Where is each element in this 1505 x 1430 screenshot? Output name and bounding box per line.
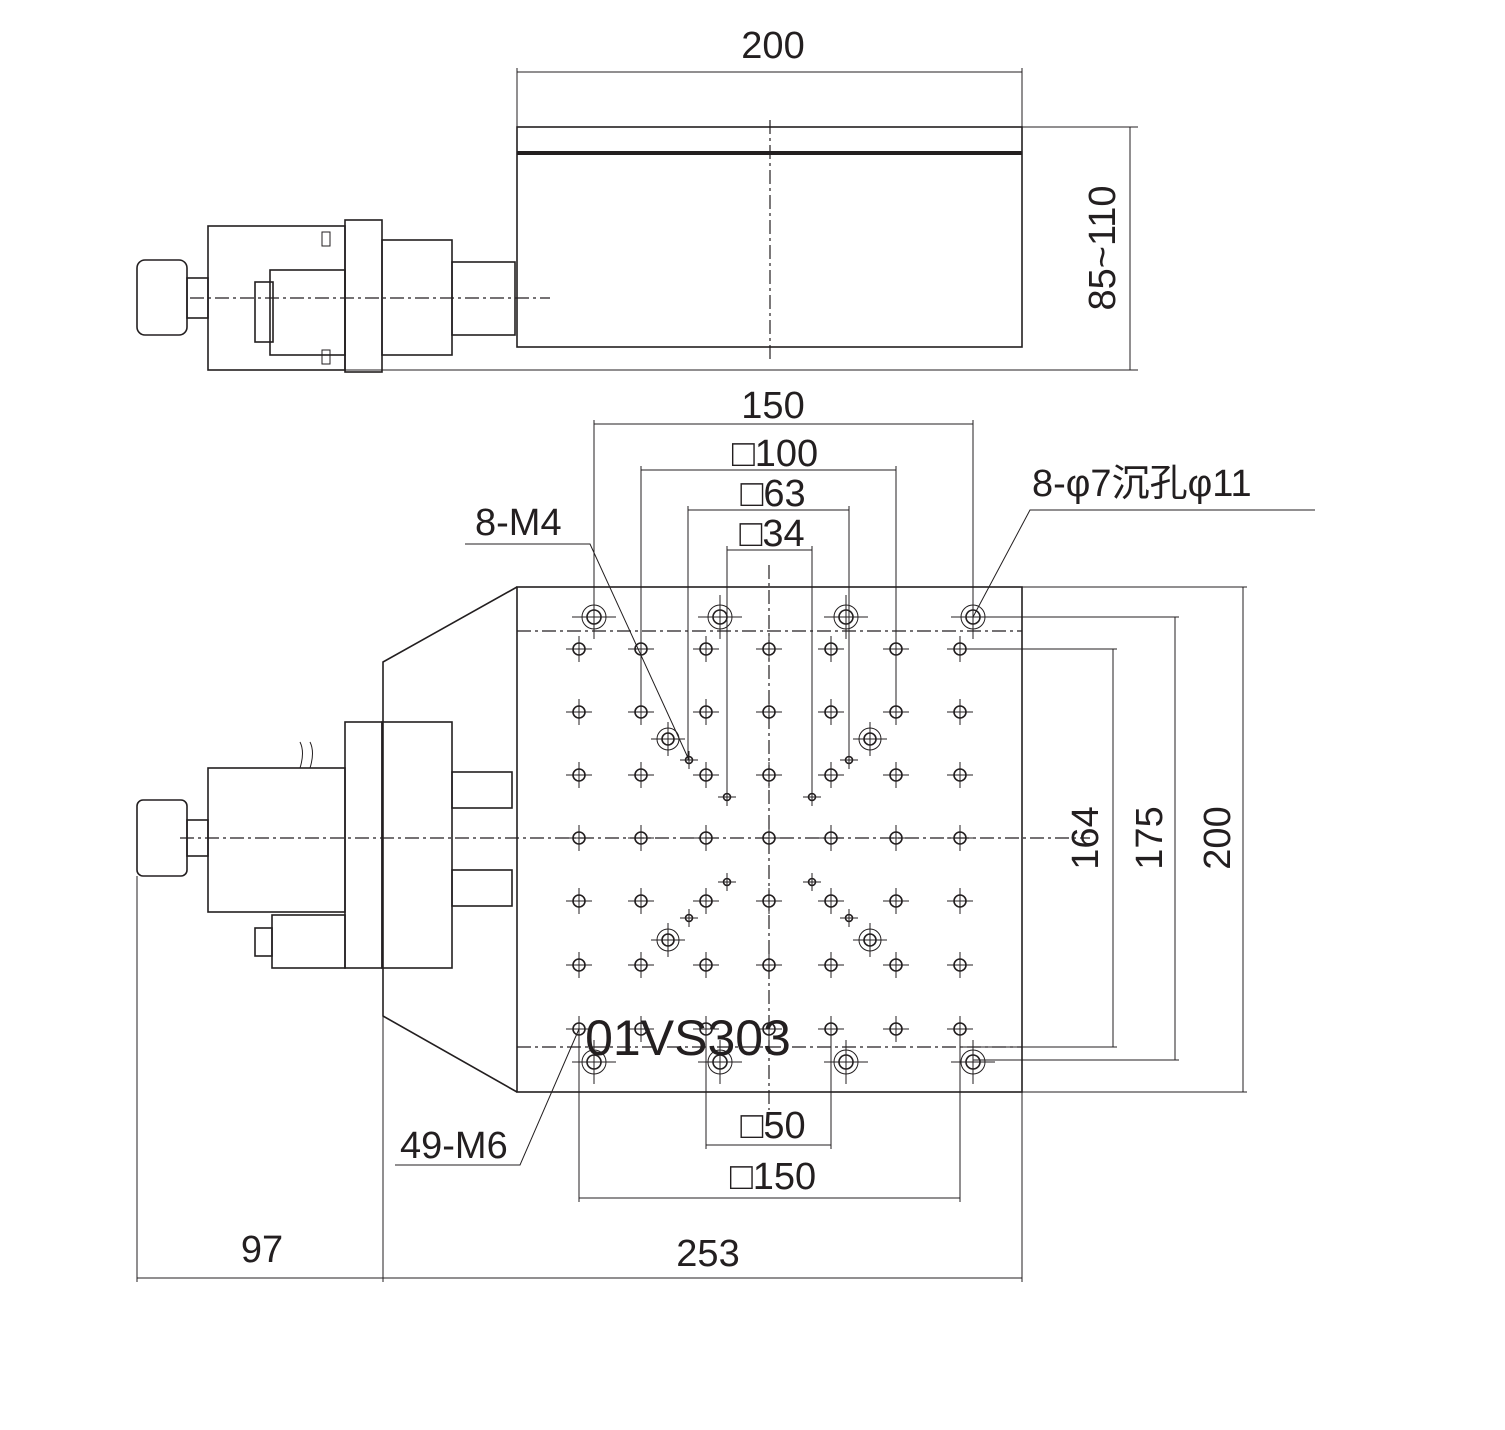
motor-side bbox=[136, 219, 550, 373]
dim-sq150: □150 bbox=[730, 1156, 816, 1198]
dim-164: 164 bbox=[1065, 806, 1107, 869]
dim-height: 85~110 bbox=[1082, 185, 1124, 310]
callout-m6: 49-M6 bbox=[400, 1125, 508, 1167]
dim-150: 150 bbox=[741, 385, 804, 427]
plan-view: 150 □100 □63 □34 □50 □150 97 253 164 175… bbox=[136, 385, 1315, 1282]
callout-counterbore: 8-φ7沉孔φ11 bbox=[1032, 463, 1252, 505]
model-title: 01VS303 bbox=[585, 1010, 791, 1066]
dim-top-width: 200 bbox=[741, 25, 804, 67]
dim-200: 200 bbox=[1197, 806, 1239, 869]
dim-175: 175 bbox=[1129, 806, 1171, 869]
dim-253: 253 bbox=[676, 1233, 739, 1275]
top-view: 200 85~110 bbox=[136, 25, 1138, 373]
dim-sq50: □50 bbox=[740, 1105, 805, 1147]
callout-m4: 8-M4 bbox=[475, 502, 562, 544]
dim-97: 97 bbox=[241, 1229, 283, 1271]
dim-sq34: □34 bbox=[739, 513, 804, 555]
motor-plan bbox=[136, 721, 513, 969]
dim-sq63: □63 bbox=[740, 473, 805, 515]
dim-sq100: □100 bbox=[732, 433, 818, 475]
